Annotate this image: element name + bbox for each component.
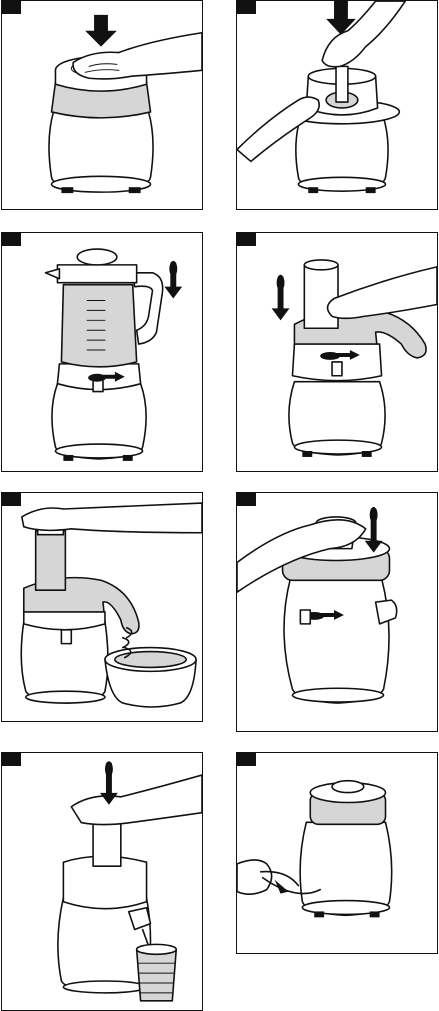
illustration-blender-jug: [2, 233, 202, 471]
step-panel-4: [236, 232, 438, 472]
step-panel-8: [236, 752, 438, 954]
step-panel-7: [1, 752, 203, 1011]
illustration-insert-blade: [237, 1, 437, 209]
illustration-press-food: [2, 493, 202, 721]
step-panel-1: [1, 0, 203, 210]
step-panel-3: [1, 232, 203, 472]
step-panel-6: [236, 492, 438, 732]
illustration-cord-storage: [237, 753, 437, 953]
illustration-attach-juicer: [237, 233, 437, 471]
step-panel-5: [1, 492, 203, 722]
illustration-pour-juice: [2, 753, 202, 1010]
illustration-press-lid: [2, 1, 202, 209]
illustration-attach-citrus: [237, 493, 437, 731]
step-panel-2: [236, 0, 438, 210]
